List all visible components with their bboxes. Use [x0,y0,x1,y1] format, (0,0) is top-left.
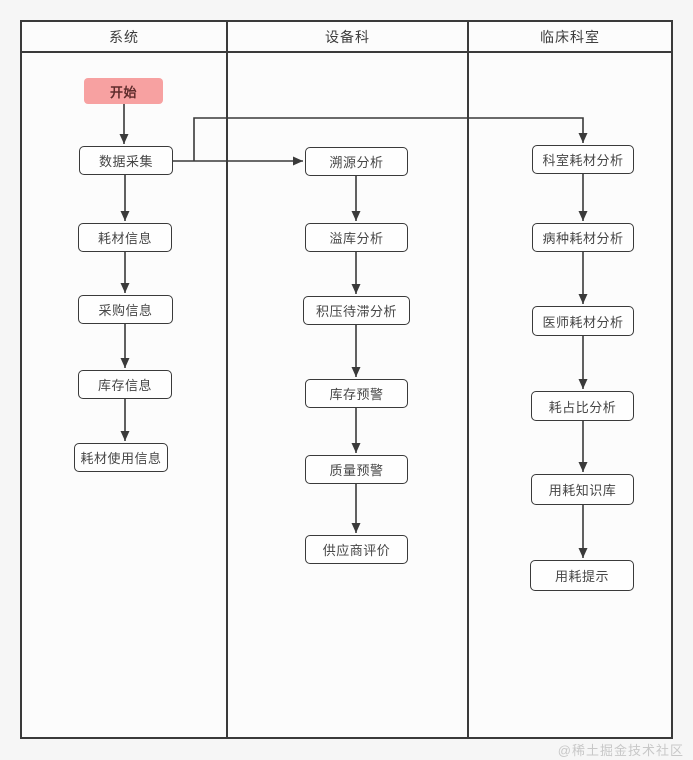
lane-equipment-dept: 设备科 [228,22,469,737]
lane-header-clinical-dept: 临床科室 [469,22,671,53]
swimlane-table: 系统 设备科 临床科室 [20,20,673,739]
lane-header-equipment-dept: 设备科 [228,22,467,53]
lane-system: 系统 [22,22,228,737]
lane-body-equipment-dept [228,53,467,737]
watermark: @稀土掘金技术社区 [557,743,684,758]
lane-header-system: 系统 [22,22,226,53]
lane-clinical-dept: 临床科室 [469,22,671,737]
lane-body-clinical-dept [469,53,671,737]
lane-body-system [22,53,226,737]
